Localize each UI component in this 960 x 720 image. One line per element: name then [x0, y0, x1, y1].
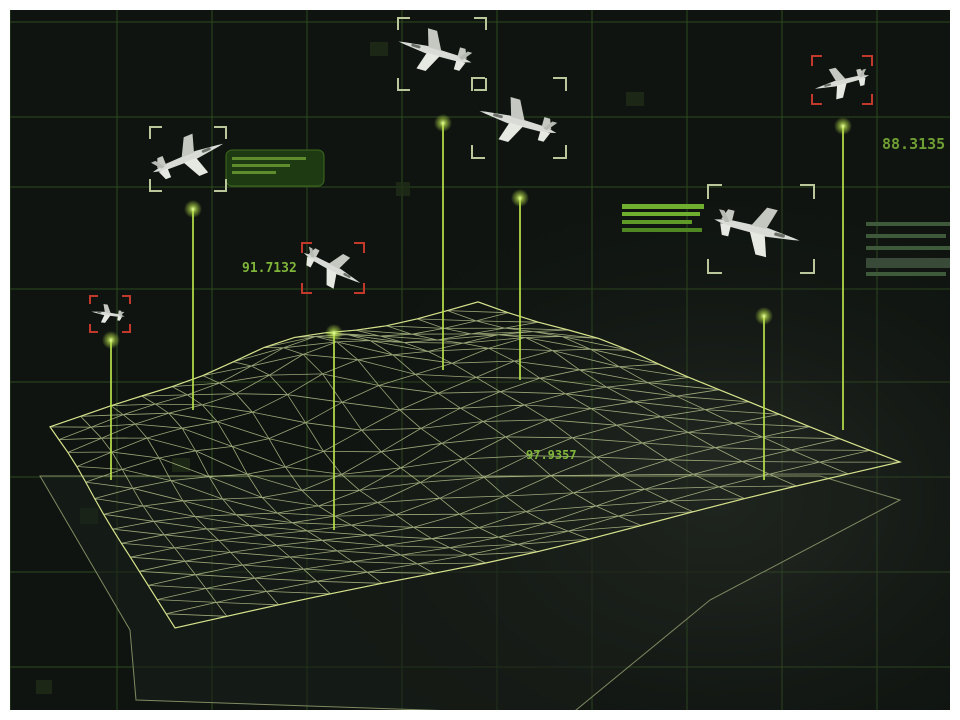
altitude-tracers	[102, 114, 852, 530]
tracer-glow	[834, 117, 852, 135]
target-reticle[interactable]	[707, 184, 815, 274]
target-reticle[interactable]	[301, 242, 365, 294]
target-reticle[interactable]	[811, 55, 873, 105]
data-block-left	[225, 149, 325, 187]
readout-right: 88.3135	[882, 135, 945, 153]
data-block-right	[866, 222, 950, 276]
aircraft-icon[interactable]	[145, 124, 231, 191]
readout-terrain: 97.9357	[526, 448, 577, 462]
target-reticle[interactable]	[471, 77, 567, 159]
tracer-glow	[325, 324, 343, 342]
aircraft-icon[interactable]	[90, 303, 126, 326]
aircraft-icon[interactable]	[473, 90, 562, 154]
tracer-glow	[184, 200, 202, 218]
readout-left: 91.7132	[242, 261, 297, 276]
aircraft-icon[interactable]	[295, 237, 368, 298]
aircraft-icon[interactable]	[708, 196, 805, 264]
tracer-glow	[434, 114, 452, 132]
target-layer	[89, 17, 873, 333]
data-block-center	[622, 204, 704, 232]
faint-grid-blocks	[36, 42, 644, 694]
tracer-glow	[511, 189, 529, 207]
target-reticle[interactable]	[89, 295, 131, 333]
aircraft-icon[interactable]	[811, 60, 873, 103]
tracer-glow	[102, 331, 120, 349]
tactical-hud-display: 91.7132 88.3135 97.9357	[10, 10, 950, 710]
tracer-glow	[755, 307, 773, 325]
hud-canvas: 91.7132 88.3135 97.9357	[10, 10, 950, 710]
target-reticle[interactable]	[149, 126, 227, 192]
target-reticle[interactable]	[397, 17, 487, 91]
aircraft-icon[interactable]	[393, 21, 478, 82]
